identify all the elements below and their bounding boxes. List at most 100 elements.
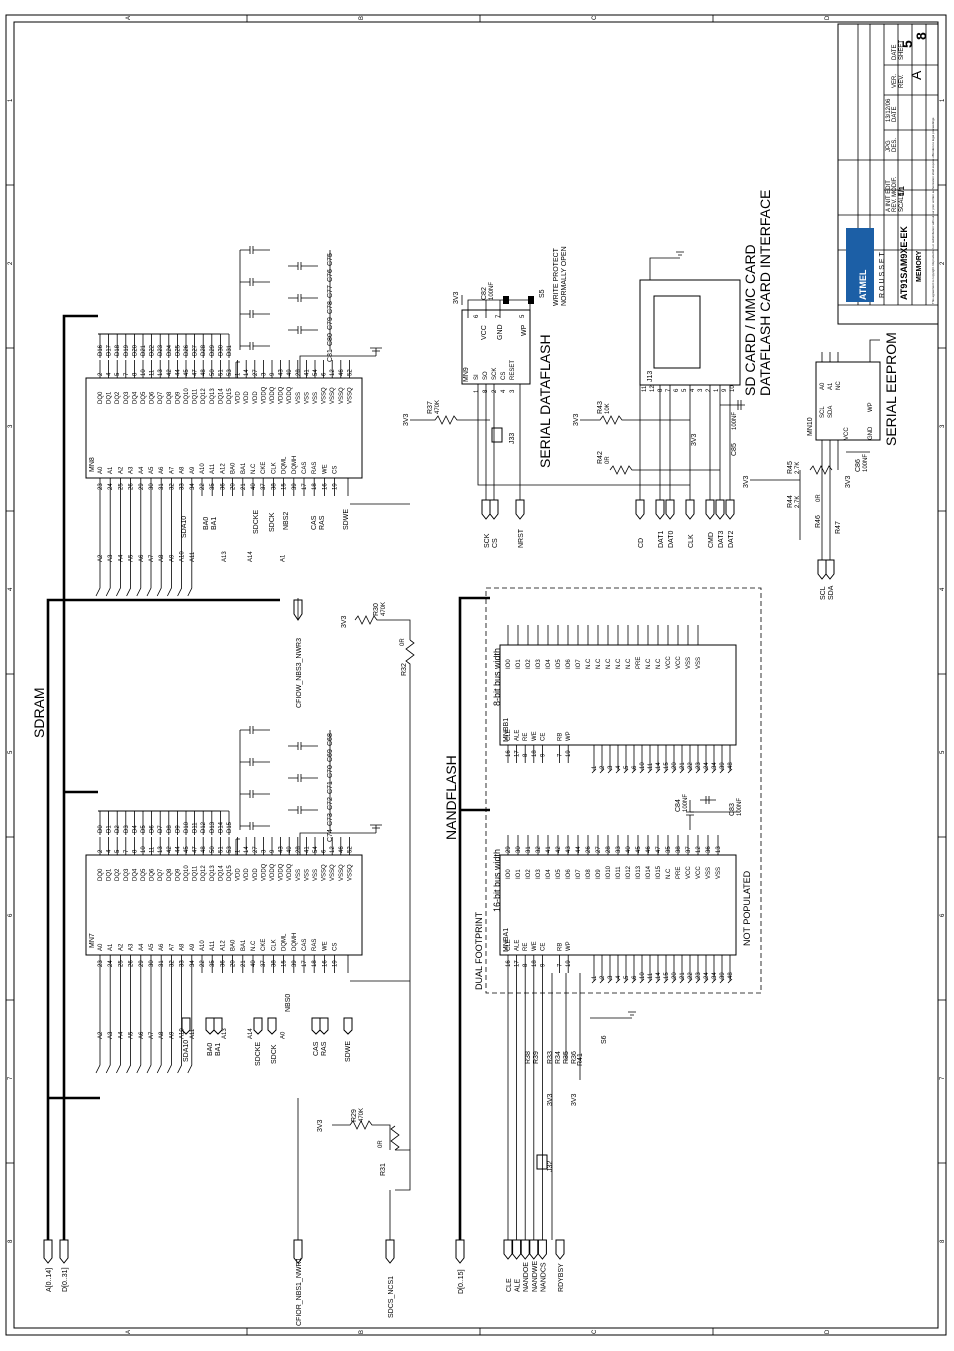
mn7-net-d12: D12: [201, 821, 207, 833]
mn7-cap-c73: [288, 806, 318, 814]
mn7-pin-a8: A8: [180, 943, 186, 951]
mn8-pin-dq12: DQ12: [201, 388, 207, 404]
cfiow-label: CFIOW_NBS3_NWR3: [296, 638, 303, 708]
mn7-pin-a5: A5: [149, 943, 155, 951]
mn7-pin-dq12: DQ12: [201, 865, 207, 881]
nand-decoupling: [686, 796, 740, 830]
mn8-net-d28: D28: [201, 344, 207, 356]
data-bus-label: D[0..31]: [62, 1267, 69, 1292]
mnbb1-nc-stub: [711, 745, 717, 774]
mn8-cap-c75: [240, 246, 270, 254]
mn8-pinnum: 40: [251, 483, 257, 490]
mn8-pin-a0: A0: [98, 466, 104, 474]
mnbb1-pin-wp: WP: [566, 731, 572, 741]
port-nandoe: [520, 1239, 530, 1260]
mnba1-pinnum: 17: [515, 960, 521, 967]
mnbb1-pin-n.c: N.C: [606, 658, 612, 669]
mn7-pinnum: 20: [231, 960, 237, 967]
mn10-pin-scl: SCL: [820, 406, 826, 418]
mn8-pin-dq11: DQ11: [193, 388, 199, 404]
jumper-j33: J33: [509, 433, 516, 444]
cfior-port: [293, 1239, 303, 1264]
c82-ref: C82: [481, 287, 488, 300]
mn7-pinnum: 24: [108, 960, 114, 967]
mn8-pin-a4: A4: [139, 466, 145, 474]
mn7-pin-dq0: DQ0: [98, 868, 104, 881]
mn8-pin-dq2: DQ2: [115, 391, 121, 404]
mn9-pin-sck: SCK: [492, 368, 498, 380]
mn9-gnd: GND: [497, 324, 504, 340]
mn8-pin-a3: A3: [129, 466, 135, 474]
mn8-data-wire: [98, 333, 230, 358]
mn9-pinnum: 4: [501, 389, 507, 393]
mn8-wires: [95, 347, 410, 597]
mn8-net-d19: D19: [124, 344, 130, 356]
mnbb1-pin-vss: VSS: [696, 657, 702, 669]
mnbb1-nc-num: 11: [648, 762, 654, 769]
mn8-left-pins: A023A124A225A326A429A530A631A732A833A934…: [98, 456, 339, 496]
mn8-pin-dq5: DQ5: [141, 391, 147, 404]
mn7-cap-ref: C71: [327, 781, 334, 794]
mnba1-pinnum: 16: [506, 960, 512, 967]
mnba1-pinnum: 36: [706, 846, 712, 853]
mnba1-pin-io2: IO2: [526, 869, 532, 879]
mn7-pin-ba0: BA0: [231, 939, 237, 951]
mn7-net-a13: A13: [222, 1028, 228, 1039]
sheet-total: 8: [913, 32, 929, 40]
mn8-pin-dq15: DQ15: [227, 388, 233, 404]
mn7-cap-c69: [288, 742, 318, 750]
mn8-pinnum: 14: [244, 369, 250, 376]
zone-left-2: 2: [8, 261, 14, 265]
mn8-pinnum: 11: [150, 369, 156, 376]
mn7-pinnum: 6: [322, 849, 328, 853]
mnba1-nc-num: 14: [656, 972, 662, 979]
mn8-pin-dq8: DQ8: [167, 391, 173, 404]
mnba1-nc-stub: [655, 955, 661, 984]
mn8-net-d16: D16: [98, 344, 104, 356]
mn7-pinnum: 44: [175, 846, 181, 853]
mn7-addr-wire: [156, 973, 162, 1074]
mn7-pin-vss: VSS: [313, 869, 319, 881]
mnba1-nc-num: 15: [664, 972, 670, 979]
mn7-pinnum: 33: [180, 960, 186, 967]
mnba1-pinnum: 41: [546, 846, 552, 853]
mn9-pinnum: 3: [510, 389, 516, 393]
mn8-addr-wire: [105, 496, 111, 597]
mn8-addr-wire: [177, 496, 182, 597]
port-rdybsy: [555, 1239, 565, 1260]
mn8-pin-ras: RAS: [312, 462, 318, 474]
mnbb1-nc-num: 1: [592, 765, 598, 769]
mn8-net-a9: A9: [169, 554, 175, 562]
c85-val: 100NF: [732, 412, 738, 430]
mn7-pinnum: 45: [184, 846, 190, 853]
mnbb1-pin-io1: IO1: [516, 659, 522, 669]
mn7-vcc-wire: [235, 838, 240, 855]
mnba1-nc-stub: [719, 955, 725, 984]
mn8-addr-wire: [95, 496, 101, 597]
mn7-net-a3: A3: [108, 1031, 114, 1039]
mn7-pinnum: 3: [261, 849, 267, 853]
mn8-cap-c77: [240, 278, 270, 286]
mnba1-pin-io1: IO1: [516, 869, 522, 879]
mn7-net-a6: A6: [139, 1031, 145, 1039]
mn7-addr-wire: [95, 973, 101, 1074]
mn8-pinnum: 13: [158, 369, 164, 376]
mn7-pinnum: 31: [159, 960, 165, 967]
port-label-scl: SCL: [820, 586, 827, 600]
mnbb1-pin-ce: CE: [540, 733, 546, 741]
mnbb1-nc-num: 34: [712, 762, 718, 769]
mn7-pinnum: 53: [227, 846, 233, 853]
mnbb1-nc-num: 5: [624, 765, 630, 769]
mnba1-pin-io6: IO6: [566, 869, 572, 879]
mn7-pin-we: WE: [322, 941, 328, 951]
mn7-pin-dqml: DQML: [282, 933, 288, 951]
mn8-pin-a2: A2: [118, 466, 124, 474]
nand-r41: R41: [577, 1053, 584, 1066]
mn8-pinnum: 44: [175, 369, 181, 376]
j13-pinnum: 11: [642, 385, 648, 392]
mnbb1-pinnum: 16: [506, 750, 512, 757]
